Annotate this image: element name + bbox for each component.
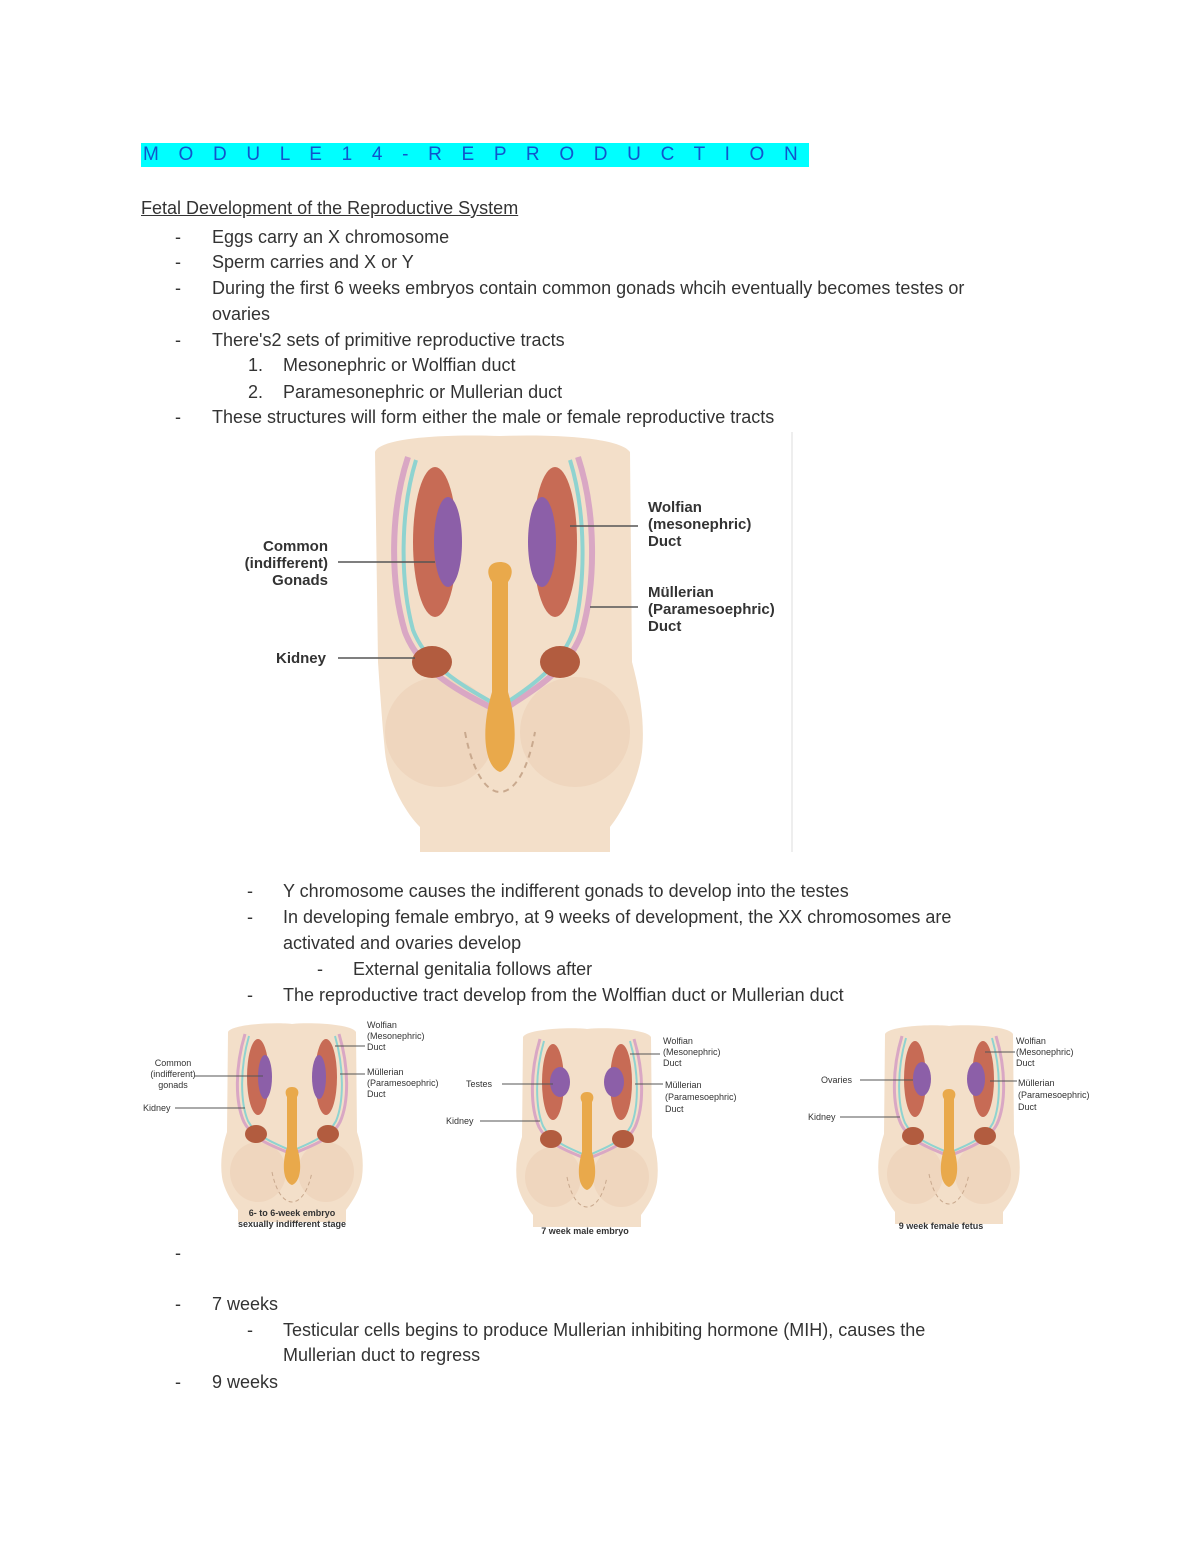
bullet-dash: -	[175, 1243, 181, 1263]
bullet-dash: -	[247, 907, 253, 927]
numbered-item: Paramesonephric or Mullerian duct	[283, 382, 563, 402]
label-wolffian-duct: Wolfian	[648, 499, 702, 516]
label-wolffian-duct: (Mesonephric)	[663, 1047, 721, 1057]
caption-female-fetus: 9 week female fetus	[899, 1221, 984, 1231]
bullet-text: There's2 sets of primitive reproductive …	[212, 330, 565, 350]
numbered-item: Mesonephric or Wolffian duct	[283, 355, 516, 375]
label-common-gonads: Common	[263, 538, 328, 555]
label-wolffian-duct: Duct	[367, 1042, 386, 1052]
label-common-gonads: Common	[155, 1058, 192, 1068]
bullet-text: 7 weeks	[212, 1294, 279, 1314]
bullet-dash: -	[175, 227, 181, 247]
label-kidney: Kidney	[143, 1103, 171, 1113]
label-wolffian-duct: (Mesonephric)	[367, 1031, 425, 1041]
bullet-dash: -	[175, 252, 181, 272]
label-kidney: Kidney	[276, 650, 327, 667]
bullet-dash: -	[317, 959, 323, 979]
bullet-text: During the first 6 weeks embryos contain…	[212, 278, 965, 298]
label-mullerian-duct: Müllerian	[648, 584, 714, 601]
list-number: 1.	[248, 355, 264, 375]
bullet-text: External genitalia follows after	[353, 959, 593, 979]
label-mullerian-duct: Duct	[1018, 1102, 1037, 1112]
caption-indifferent-stage: sexually indifferent stage	[238, 1219, 346, 1229]
bullet-dash: -	[175, 278, 181, 298]
label-wolffian-duct: Wolfian	[367, 1020, 397, 1030]
section-heading: Fetal Development of the Reproductive Sy…	[141, 198, 519, 218]
bullet-text: The reproductive tract develop from the …	[283, 985, 844, 1005]
label-wolffian-duct: (Mesonephric)	[1016, 1047, 1074, 1057]
bullet-text: Mullerian duct to regress	[283, 1345, 481, 1365]
label-kidney: Kidney	[446, 1116, 474, 1126]
label-common-gonads: (indifferent)	[150, 1069, 195, 1079]
label-testes: Testes	[466, 1079, 493, 1089]
label-mullerian-duct: Duct	[665, 1104, 684, 1114]
label-mullerian-duct: Müllerian	[665, 1080, 702, 1090]
bullet-text: activated and ovaries develop	[283, 933, 522, 953]
label-ovaries: Ovaries	[821, 1075, 853, 1085]
bullet-dash: -	[247, 985, 253, 1005]
label-mullerian-duct: (Paramesoephric)	[1018, 1090, 1090, 1100]
list-number: 2.	[248, 382, 264, 402]
label-wolffian-duct: Duct	[1016, 1058, 1035, 1068]
caption-indifferent-stage: 6- to 6-week embryo	[249, 1208, 336, 1218]
bullet-dash: -	[175, 330, 181, 350]
label-mullerian-duct: Duct	[367, 1089, 386, 1099]
bullet-dash: -	[247, 1320, 253, 1340]
bullet-text: These structures will form either the ma…	[212, 407, 775, 427]
bullet-text: Eggs carry an X chromosome	[212, 227, 450, 247]
caption-male-embryo: 7 week male embryo	[541, 1226, 629, 1236]
label-wolffian-duct: Duct	[648, 533, 681, 550]
bullet-dash: -	[175, 1294, 181, 1314]
module-title: M O D U L E 1 4 - R E P R O D U C T I O …	[141, 143, 809, 167]
label-wolffian-duct: Duct	[663, 1058, 682, 1068]
bullet-text: ovaries	[212, 304, 271, 324]
embryo-diagram-main: Common (indifferent) Gonads Kidney Wolfi…	[245, 432, 793, 852]
label-wolffian-duct: Wolfian	[1016, 1036, 1046, 1046]
label-mullerian-duct: Müllerian	[367, 1067, 404, 1077]
label-wolffian-duct: Wolfian	[663, 1036, 693, 1046]
label-common-gonads: (indifferent)	[245, 555, 328, 572]
bullet-dash: -	[175, 407, 181, 427]
bullet-text: In developing female embryo, at 9 weeks …	[283, 907, 952, 927]
label-mullerian-duct: (Paramesoephric)	[648, 601, 775, 618]
label-wolffian-duct: (mesonephric)	[648, 516, 751, 533]
bullet-text: Sperm carries and X or Y	[212, 252, 414, 272]
label-mullerian-duct: Duct	[648, 618, 681, 635]
label-mullerian-duct: Müllerian	[1018, 1078, 1055, 1088]
bullet-dash: -	[175, 1372, 181, 1392]
bullet-text: Testicular cells begins to produce Mulle…	[283, 1320, 926, 1340]
label-mullerian-duct: (Paramesoephric)	[665, 1092, 737, 1102]
bullet-dash: -	[247, 881, 253, 901]
bullet-text: 9 weeks	[212, 1372, 279, 1392]
label-mullerian-duct: (Paramesoephric)	[367, 1078, 439, 1088]
label-common-gonads: gonads	[158, 1080, 188, 1090]
bullet-text: Y chromosome causes the indifferent gona…	[283, 881, 849, 901]
label-kidney: Kidney	[808, 1112, 836, 1122]
label-common-gonads: Gonads	[272, 572, 328, 589]
embryo-stages-diagram: Common (indifferent) gonads Kidney Wolfi…	[143, 1020, 1090, 1236]
